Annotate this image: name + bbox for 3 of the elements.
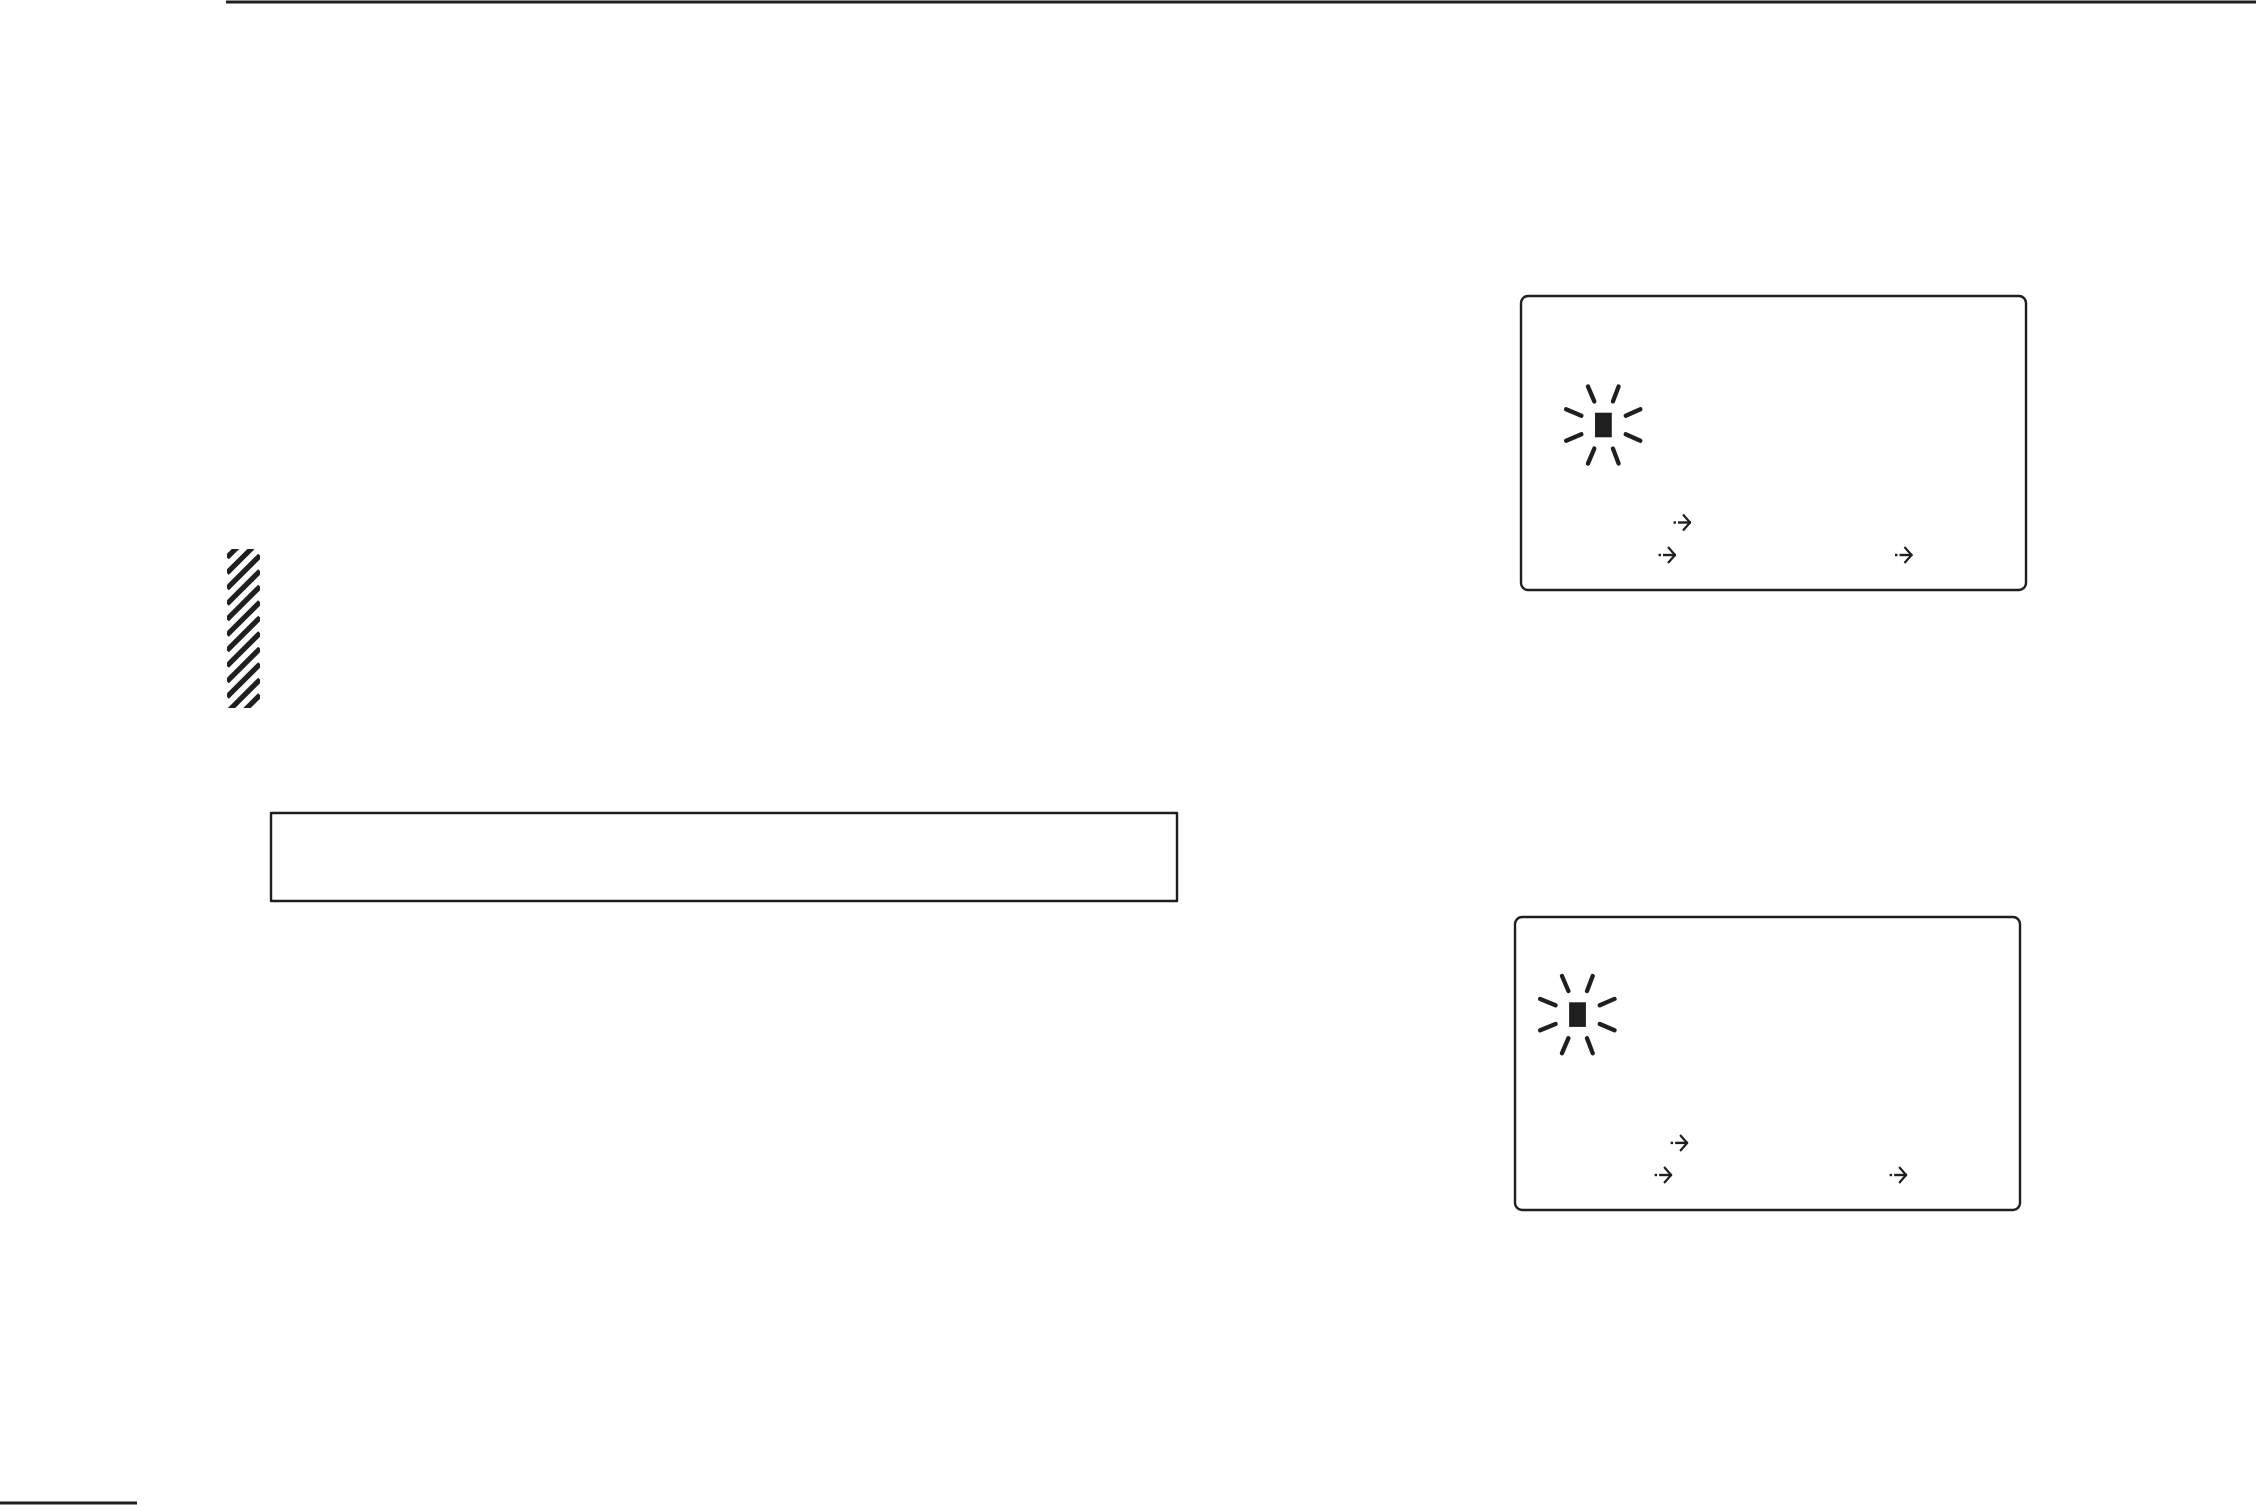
note-box [269,811,1179,903]
lcd-screen [1513,915,2022,1212]
lcd-screen [1519,294,2028,592]
